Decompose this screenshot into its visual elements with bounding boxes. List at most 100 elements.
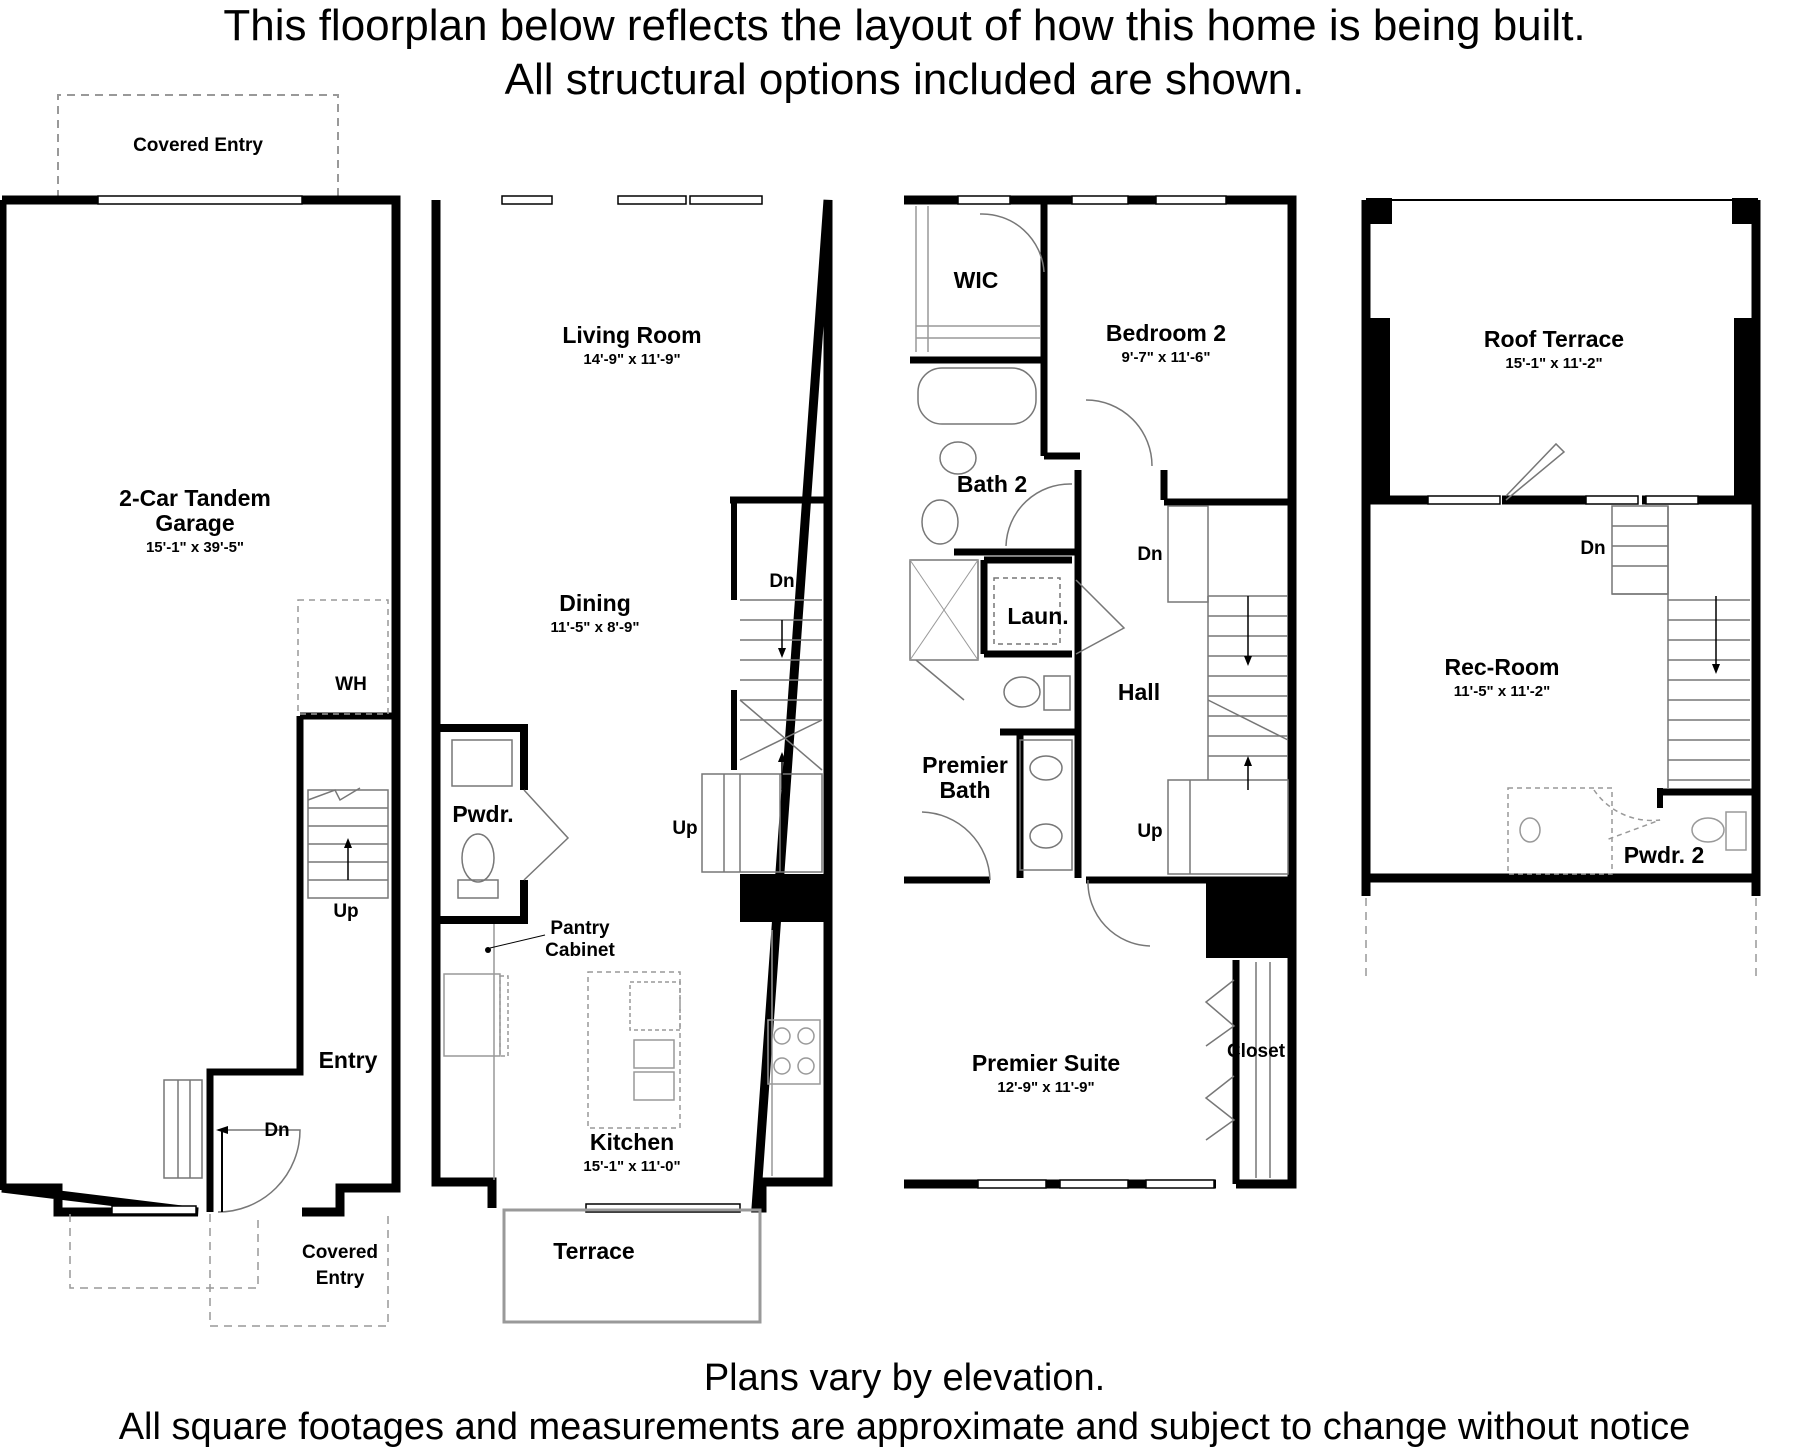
kitchen-dimensions: 15'-1" x 11'-0" xyxy=(583,1158,680,1175)
pwdr-2-label: Pwdr. 2 xyxy=(1624,842,1705,868)
entry-interior-wall xyxy=(206,716,304,1212)
upper-interior-walls xyxy=(904,200,1292,1184)
bath-2-sink xyxy=(921,499,959,545)
floor-2-main-level: Living Room 14'-9" x 11'-9" Dining 11'-5… xyxy=(431,195,833,1324)
roof-walls xyxy=(1361,200,1761,896)
bath-2-toilet xyxy=(939,441,977,475)
footer-line-2: All square footages and measurements are… xyxy=(118,1406,1691,1448)
garage-name-line-1: 2-Car Tandem xyxy=(119,485,271,511)
kitchen-name: Kitchen xyxy=(590,1129,674,1155)
dining-name: Dining xyxy=(559,590,631,616)
garage-name-line-2: Garage xyxy=(155,510,234,536)
powder-toilet xyxy=(461,833,495,883)
covered-entry-top-label: Covered Entry xyxy=(133,135,263,156)
covered-entry-outline-1 xyxy=(69,1214,259,1289)
mechanical-chase xyxy=(740,874,828,922)
roof-pier-right xyxy=(1734,318,1758,498)
closet-doors xyxy=(1204,962,1271,1178)
roof-terrace-dimensions: 15'-1" x 11'-2" xyxy=(1505,355,1602,372)
wic-label: WIC xyxy=(954,267,999,293)
upper-stairs xyxy=(1167,505,1289,875)
header-line-2: All structural options included are show… xyxy=(504,55,1305,104)
garage-dimensions: 15'-1" x 39'-5" xyxy=(146,539,244,556)
up-label: Up xyxy=(672,818,697,839)
covered-entry-bottom-line-1: Covered xyxy=(302,1242,378,1263)
upper-mechanical-chase xyxy=(1206,880,1292,958)
rec-room-dimensions: 11'-5" x 11'-2" xyxy=(1454,683,1550,700)
main-stairs xyxy=(701,599,823,873)
up-label: Up xyxy=(333,901,358,922)
covered-entry-outline-2 xyxy=(209,1214,389,1327)
hall-label: Hall xyxy=(1118,679,1160,705)
shower xyxy=(909,559,979,661)
entry-label: Entry xyxy=(319,1047,378,1073)
powder-room-walls xyxy=(436,724,528,924)
terrace-slider-door xyxy=(585,1203,741,1213)
bedroom-2-name: Bedroom 2 xyxy=(1106,320,1226,346)
roof-terrace-name: Roof Terrace xyxy=(1484,326,1624,352)
entry-door-swing xyxy=(217,1129,301,1213)
main-top-windows xyxy=(501,195,763,205)
upper-dn-label: Dn xyxy=(1137,544,1162,565)
rec-room-name: Rec-Room xyxy=(1444,654,1559,680)
upper-bottom-windows xyxy=(977,1179,1215,1189)
roof-terrace-door xyxy=(1505,442,1566,501)
premier-suite-dimensions: 12'-9" x 11'-9" xyxy=(997,1079,1094,1096)
roof-dn-label: Dn xyxy=(1580,538,1605,559)
floor-3-bedroom-level: WIC Bedroom 2 9'-7" x 11'-6" Bath 2 Dn L… xyxy=(904,195,1297,1189)
garage-door-bottom xyxy=(111,1205,197,1215)
upper-up-label: Up xyxy=(1137,821,1162,842)
floor-1-garage-level: Covered Entry 2-Car Tandem Garage 15'-1"… xyxy=(0,94,401,1327)
roof-pier-left xyxy=(1366,318,1390,498)
bath-2-door-swing xyxy=(1005,483,1073,547)
upper-top-windows xyxy=(957,195,1227,205)
powder-door xyxy=(523,789,570,881)
premier-suite-door-swing xyxy=(1087,879,1151,947)
dining-dimensions: 11'-5" x 8'-9" xyxy=(551,619,640,636)
bath-2-tub xyxy=(917,367,1037,425)
pantry-cabinet-line-2: Cabinet xyxy=(545,940,615,961)
rec-room-windows xyxy=(1427,495,1699,505)
wh-label: WH xyxy=(335,674,367,695)
covered-entry-bottom-line-2: Entry xyxy=(316,1268,365,1289)
roof-stairs xyxy=(1611,505,1750,788)
living-room-dimensions: 14'-9" x 11'-9" xyxy=(583,351,680,368)
covered-entry-top-outline xyxy=(57,94,339,198)
premier-suite-name: Premier Suite xyxy=(972,1050,1120,1076)
laundry-door xyxy=(1075,579,1126,655)
pantry-marker xyxy=(485,947,491,953)
premier-bath-line-2: Bath xyxy=(939,777,990,803)
kitchen-counters xyxy=(443,924,821,1180)
entry-steps xyxy=(163,1079,203,1179)
footer-line-1: Plans vary by elevation. xyxy=(703,1357,1106,1399)
pantry-cabinet-line-1: Pantry xyxy=(550,918,610,939)
terrace-label: Terrace xyxy=(553,1238,634,1264)
laundry-machine xyxy=(993,577,1061,645)
premier-bath-door-swing xyxy=(921,811,991,881)
main-outer-walls xyxy=(431,199,833,1213)
bedroom-2-door-swing xyxy=(1085,399,1153,467)
wic-door-swing xyxy=(979,213,1045,273)
bath-2-label: Bath 2 xyxy=(957,471,1027,497)
premier-bath-line-1: Premier xyxy=(922,752,1008,778)
pwdr-2-vanity xyxy=(1507,787,1613,875)
floor-4-roof-level: Roof Terrace 15'-1" x 11'-2" Dn Rec-Room… xyxy=(1361,198,1761,980)
premier-bath-toilet xyxy=(1003,676,1041,708)
dn-label: Dn xyxy=(769,571,794,592)
wic-shelving xyxy=(915,206,1040,352)
laundry-label: Laun. xyxy=(1007,603,1068,629)
premier-bath-vanity xyxy=(1019,739,1073,871)
water-heater-closet xyxy=(297,599,389,715)
powder-room-label: Pwdr. xyxy=(452,801,513,827)
terrace-outline xyxy=(502,1208,762,1324)
closet-label: Closet xyxy=(1227,1041,1286,1062)
garage-door-top xyxy=(97,195,303,205)
garage-outer-walls xyxy=(1,195,401,1217)
dn-label: Dn xyxy=(264,1120,289,1141)
pwdr-2-toilet xyxy=(1691,817,1725,843)
bedroom-2-dimensions: 9'-7" x 11'-6" xyxy=(1122,349,1211,366)
powder-sink xyxy=(451,739,513,787)
living-room-name: Living Room xyxy=(562,322,701,348)
header-line-1: This floorplan below reflects the layout… xyxy=(223,1,1586,50)
